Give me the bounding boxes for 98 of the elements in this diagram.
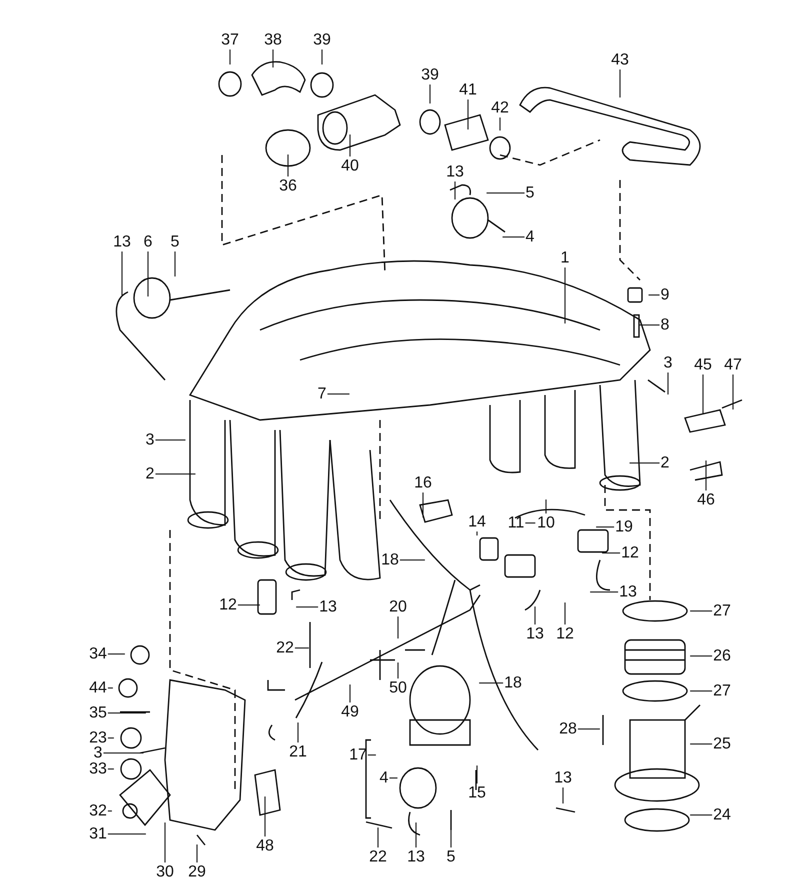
callout-number: 28 [559,720,577,738]
callout-number: 3 [146,432,154,448]
callout-number: 3 [664,354,672,372]
callout-number: 5 [170,234,180,250]
callout-number: 40 [341,158,359,174]
leader-line [174,251,176,277]
callout-number: 48 [256,838,274,854]
callout-number: 5 [526,184,534,202]
leader-line [562,787,564,804]
callout-number: 13 [113,234,131,250]
callout-number: 43 [611,52,629,68]
leader-line [732,374,734,410]
leader-line [196,844,198,863]
leader-line [564,602,566,625]
callout-number: 9 [660,286,670,304]
leader-line [107,712,146,714]
callout-number: 12 [621,544,639,562]
callout-number: 2 [146,466,154,482]
callout-number: 27 [713,682,731,700]
callout-number: 13 [554,770,572,786]
callout-number: 18 [381,552,399,568]
callout-number: 50 [389,680,407,696]
leader-line [534,606,536,625]
leader-line [102,752,144,754]
callout-number: 20 [389,598,407,616]
callout-number: 39 [313,32,331,48]
callout-number: 12 [219,596,237,614]
callout-number: 27 [713,602,731,620]
callout-number: 30 [156,864,174,880]
leader-line [690,690,713,692]
callout-number: 18 [504,674,522,692]
callout-number: 34 [89,646,107,662]
callout-number: 31 [89,826,107,842]
callout-number: 35 [89,704,107,722]
leader-line [237,604,260,606]
callout-number: 22 [276,640,294,656]
leader-line [478,682,504,684]
callout-number: 6 [144,234,152,250]
leader-line [602,552,621,554]
leader-line [486,192,526,194]
callout-number: 21 [289,744,307,760]
callout-number: 38 [264,32,282,48]
leader-line [476,531,478,536]
callout-number: 7 [318,386,326,402]
callout-number: 11 [508,514,524,532]
callout-number: 46 [697,492,715,508]
leader-line [690,610,713,612]
callout-number: 23 [89,730,107,746]
callout-number: 10 [537,514,555,532]
callout-number: 13 [526,626,544,642]
callout-number: 16 [414,474,432,492]
callout-number: 37 [221,32,239,48]
callout-number: 44 [89,680,107,696]
leader-line [164,822,166,863]
callout-number: 4 [526,228,534,246]
leader-line [690,814,713,816]
leader-line [502,236,526,238]
leader-line [577,728,600,730]
callout-number: 15 [468,784,486,802]
callout-number: 3 [94,744,102,762]
callout-number: 49 [341,704,359,720]
callout-number: 41 [459,82,477,98]
callout-number: 14 [468,514,486,530]
leader-line [524,522,536,524]
callout-number: 13 [319,598,337,616]
callout-number: 1 [560,250,570,266]
callout-number: 13 [407,848,425,866]
leader-line [702,374,704,415]
callout-number: 19 [615,518,633,536]
callout-number: 33 [89,760,107,778]
leader-line [272,49,274,68]
leader-line [107,768,114,770]
callout-number: 22 [369,848,387,866]
callout-number: 13 [619,584,637,600]
callout-number: 2 [660,454,670,472]
leader-line [422,492,424,518]
callout-number: 42 [491,100,509,116]
leader-line [296,606,319,608]
callout-number: 17 [349,746,367,764]
callout-number: 25 [713,736,731,752]
callout-number: 45 [694,356,712,374]
leader-line [596,526,615,528]
callout-number: 32 [89,802,107,820]
callout-number: 12 [556,626,574,642]
callout-number: 4 [380,770,388,786]
callout-number: 24 [713,806,731,824]
leader-line [107,810,112,812]
callout-number: 36 [279,178,297,194]
leader-line [639,324,660,326]
callout-number: 8 [660,316,670,334]
callout-number: 29 [188,864,206,880]
callout-number: 13 [446,164,464,180]
leader-line [648,294,660,296]
callout-number: 39 [421,66,439,84]
callout-number: 26 [713,648,731,664]
callout-number: 5 [446,848,456,866]
leader-line [264,796,266,837]
callout-number: 47 [724,356,742,374]
